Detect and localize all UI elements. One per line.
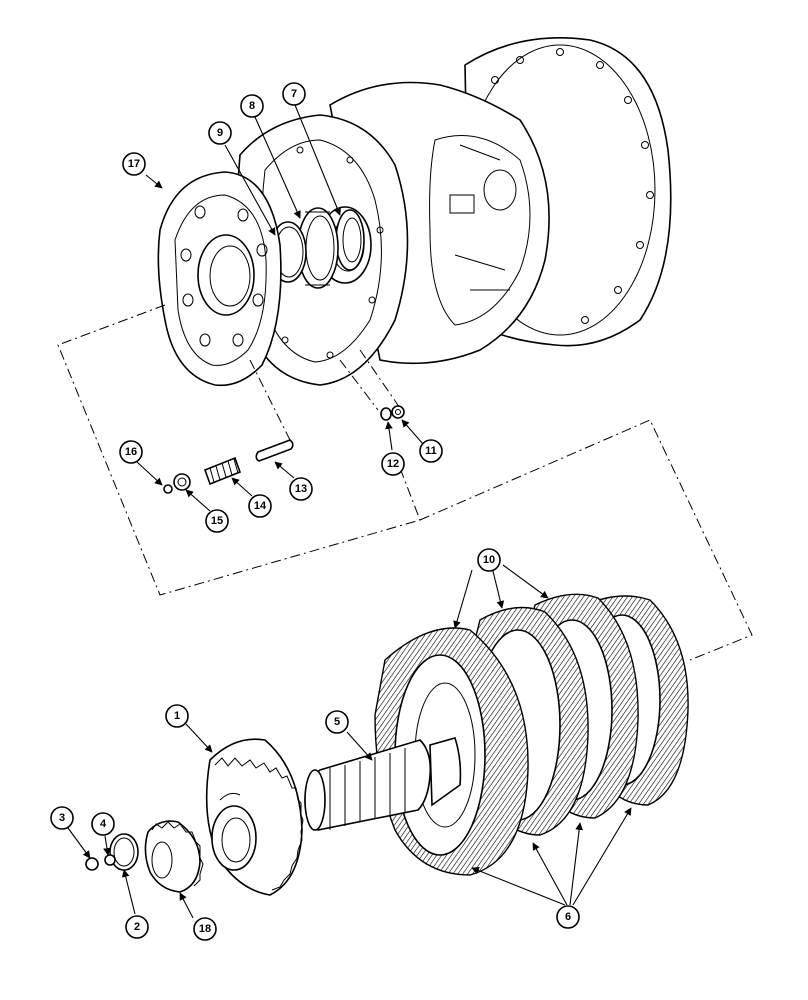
ring-3 xyxy=(85,857,99,871)
svg-text:3: 3 xyxy=(59,812,65,824)
callout-12: 12 xyxy=(381,452,405,476)
splined-shaft xyxy=(304,737,462,831)
clutch-disc-pack xyxy=(374,593,689,876)
callout-15: 15 xyxy=(205,509,229,533)
alignment-lines xyxy=(57,304,753,661)
svg-text:16: 16 xyxy=(125,446,137,458)
ball-4 xyxy=(104,854,116,866)
svg-text:18: 18 xyxy=(199,923,211,935)
callout-8: 8 xyxy=(240,94,264,118)
callout-1: 1 xyxy=(165,704,189,728)
callout-13: 13 xyxy=(289,477,313,501)
flange-bolt-holes xyxy=(491,48,654,324)
seal-ring-8 xyxy=(297,207,339,289)
callout-10: 10 xyxy=(477,548,501,572)
svg-text:14: 14 xyxy=(254,500,267,512)
pressure-plate xyxy=(157,171,282,387)
svg-text:4: 4 xyxy=(100,818,107,830)
svg-text:9: 9 xyxy=(217,127,223,139)
spring-14 xyxy=(203,456,242,486)
svg-text:7: 7 xyxy=(291,88,297,100)
callout-11: 11 xyxy=(419,439,443,463)
pin-13 xyxy=(255,439,294,462)
ring-16 xyxy=(163,484,173,494)
callout-9: 9 xyxy=(208,121,232,145)
callout-3: 3 xyxy=(50,806,74,830)
callouts: 1 2 3 4 5 6 7 8 9 10 11 12 13 14 15 16 1… xyxy=(50,82,580,941)
callout-2: 2 xyxy=(125,915,149,939)
washer-12 xyxy=(380,407,392,421)
callout-5: 5 xyxy=(325,710,349,734)
callout-18: 18 xyxy=(193,917,217,941)
svg-text:11: 11 xyxy=(425,445,437,457)
callout-4: 4 xyxy=(91,812,115,836)
svg-text:2: 2 xyxy=(134,921,140,933)
callout-14: 14 xyxy=(248,494,272,518)
svg-text:6: 6 xyxy=(565,911,571,923)
seal-ring-7 xyxy=(335,209,365,271)
callout-7: 7 xyxy=(282,82,306,106)
svg-text:12: 12 xyxy=(387,458,399,470)
svg-text:10: 10 xyxy=(483,554,495,566)
svg-text:5: 5 xyxy=(334,716,340,728)
svg-text:8: 8 xyxy=(249,100,255,112)
svg-text:15: 15 xyxy=(211,515,223,527)
svg-text:13: 13 xyxy=(295,483,307,495)
callout-17: 17 xyxy=(122,152,146,176)
svg-text:1: 1 xyxy=(174,710,180,722)
svg-text:17: 17 xyxy=(128,158,140,170)
callout-6: 6 xyxy=(556,905,580,929)
leader-lines xyxy=(67,104,632,919)
spring-seat-15 xyxy=(173,473,191,491)
washer-11 xyxy=(391,405,405,419)
snap-ring xyxy=(109,833,139,871)
plate-bolt-holes xyxy=(180,205,268,347)
sun-gear xyxy=(144,820,204,893)
callout-16: 16 xyxy=(119,440,143,464)
ring-gear xyxy=(205,738,304,896)
